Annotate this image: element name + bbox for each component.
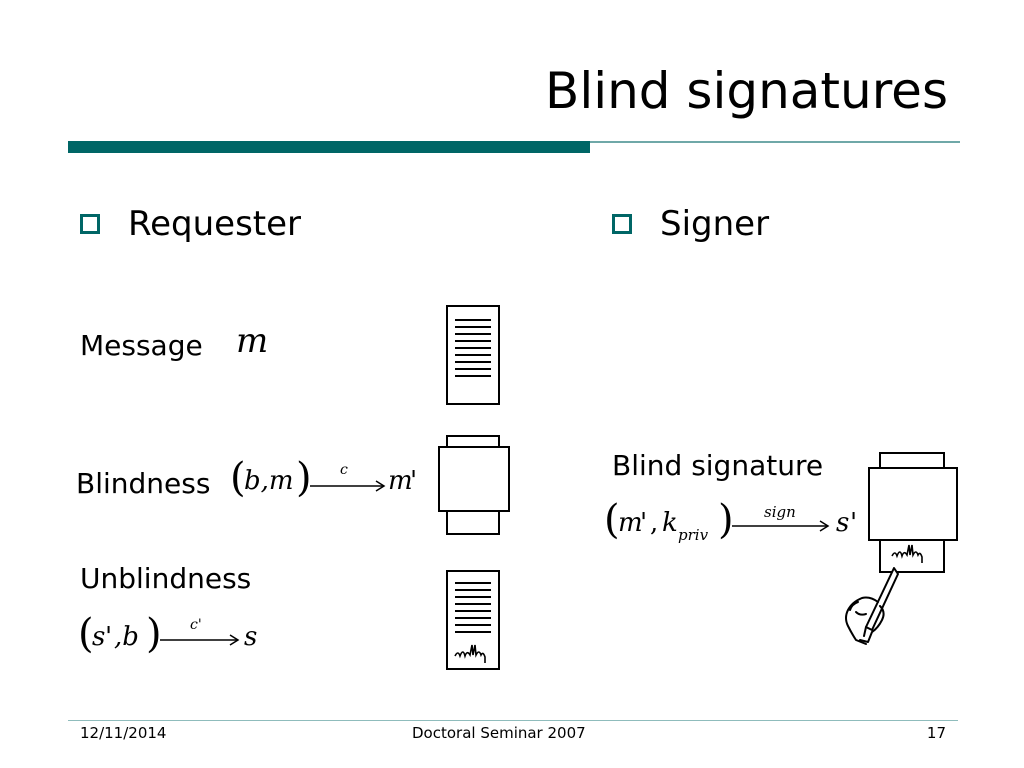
blindness-label: Blindness bbox=[76, 467, 211, 500]
signing-hand-icon bbox=[845, 567, 899, 645]
footer-date: 12/11/2014 bbox=[80, 724, 167, 742]
blind-signature-label: Blind signature bbox=[612, 449, 824, 482]
message-variable: m bbox=[236, 321, 269, 361]
message-label: Message bbox=[80, 329, 203, 362]
signed-document-icon bbox=[446, 570, 500, 670]
slide-title: Blind signatures bbox=[545, 62, 948, 120]
square-bullet-icon bbox=[612, 214, 632, 234]
envelope-icon bbox=[438, 435, 510, 535]
footer-page-number: 17 bbox=[926, 724, 946, 742]
footer-rule bbox=[68, 720, 958, 721]
right-arrow-icon bbox=[160, 634, 240, 646]
right-arrow-icon bbox=[310, 480, 386, 492]
unblindness-label: Unblindness bbox=[80, 562, 252, 595]
title-underline-bar bbox=[68, 141, 590, 153]
document-icon bbox=[446, 305, 500, 405]
square-bullet-icon bbox=[80, 214, 100, 234]
right-arrow-icon bbox=[732, 520, 830, 532]
footer-center-text: Doctoral Seminar 2007 bbox=[412, 724, 586, 742]
signed-envelope-icon bbox=[868, 452, 958, 573]
title-underline-thin bbox=[590, 141, 960, 143]
